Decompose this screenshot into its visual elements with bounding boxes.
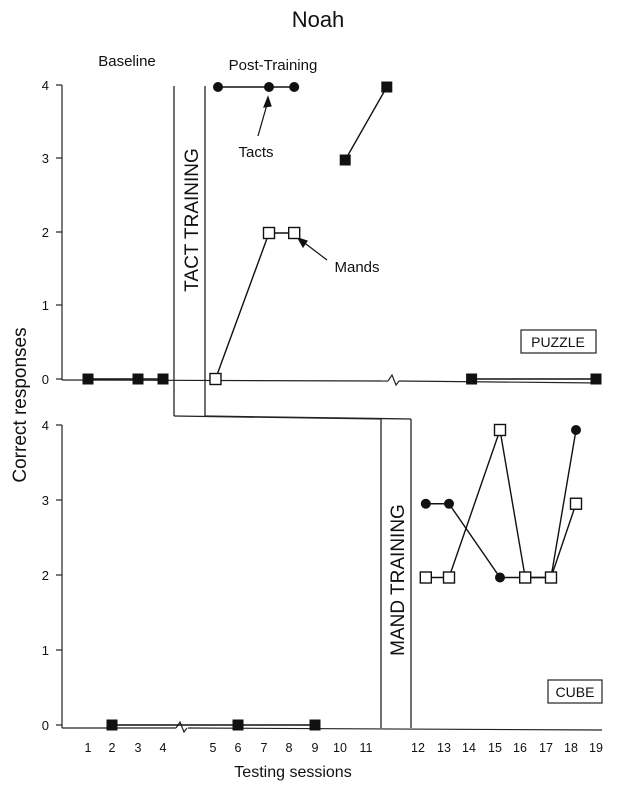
x-tick-7: 7 bbox=[261, 741, 268, 755]
panel-1-series-1-point-5 bbox=[571, 425, 581, 435]
svg-text:0: 0 bbox=[42, 372, 49, 387]
post-training-phase-label: Post-Training bbox=[229, 57, 318, 74]
x-tick-2: 2 bbox=[109, 741, 116, 755]
x-tick-11: 11 bbox=[360, 741, 373, 755]
x-tick-14: 14 bbox=[462, 741, 476, 755]
panel-1-series-2-point-5 bbox=[569, 497, 583, 510]
svg-text:3: 3 bbox=[42, 151, 49, 166]
panel-1-series-0-point-2 bbox=[309, 719, 321, 731]
top-panel-axes bbox=[56, 84, 601, 387]
mand-training-band bbox=[204, 415, 412, 728]
x-tick-4: 4 bbox=[160, 741, 167, 755]
panel-0-series-1-point-1 bbox=[264, 82, 274, 92]
x-tick-12: 12 bbox=[411, 741, 425, 755]
panel-1-series-0-point-0 bbox=[106, 719, 118, 731]
y-axis-label: Correct responses bbox=[10, 327, 31, 482]
panel-0-series-2-line bbox=[214, 232, 295, 380]
top-panel-y-ticks: 4 3 2 1 0 bbox=[42, 78, 49, 387]
x-tick-17: 17 bbox=[539, 741, 553, 755]
x-tick-1: 1 bbox=[85, 741, 92, 755]
panel-1-series-2-point-1 bbox=[442, 571, 456, 584]
panel-0-series-4-point-1 bbox=[590, 373, 602, 385]
svg-text:2: 2 bbox=[42, 568, 49, 583]
svg-text:3: 3 bbox=[42, 493, 49, 508]
panel-0-series-4-point-0 bbox=[466, 373, 478, 385]
panel-1-series-1-point-1 bbox=[444, 498, 454, 509]
x-tick-5: 5 bbox=[210, 741, 217, 755]
panel-0-series-3-point-0 bbox=[339, 154, 351, 166]
x-tick-16: 16 bbox=[513, 741, 527, 755]
panel-1-series-2-point-0 bbox=[419, 571, 432, 584]
panel-1-series-1-point-2 bbox=[495, 572, 505, 583]
panel-0-series-0-point-1 bbox=[132, 373, 144, 385]
svg-text:1: 1 bbox=[42, 298, 49, 313]
panel-0-series-3-line bbox=[344, 86, 388, 161]
x-tick-15: 15 bbox=[488, 741, 502, 755]
mands-arrow bbox=[296, 236, 328, 261]
tacts-annotation: Tacts bbox=[238, 144, 273, 161]
svg-text:4: 4 bbox=[42, 78, 49, 93]
x-tick-6: 6 bbox=[235, 741, 242, 755]
panel-0-series-0-point-0 bbox=[82, 373, 94, 385]
tact-training-band bbox=[173, 86, 382, 420]
x-tick-8: 8 bbox=[286, 741, 293, 755]
bottom-panel-y-ticks: 4 3 2 1 0 bbox=[42, 418, 49, 733]
series-layer bbox=[82, 81, 602, 731]
mand-training-label: MAND TRAINING bbox=[388, 504, 409, 656]
panel-0-series-2-point-2 bbox=[288, 226, 301, 240]
baseline-phase-label: Baseline bbox=[98, 53, 156, 70]
panel-1-series-0-point-1 bbox=[232, 719, 244, 731]
cube-label-text: CUBE bbox=[556, 684, 595, 700]
panel-1-series-2-point-3 bbox=[519, 571, 532, 584]
panel-1-series-2-point-2 bbox=[493, 423, 507, 437]
panel-0-series-0-point-2 bbox=[157, 373, 169, 385]
svg-text:4: 4 bbox=[42, 418, 49, 433]
x-axis-label: Testing sessions bbox=[234, 764, 351, 781]
svg-text:1: 1 bbox=[42, 643, 49, 658]
tact-training-label: TACT TRAINING bbox=[182, 148, 203, 292]
panel-0-series-2-point-0 bbox=[209, 372, 222, 386]
panel-0-series-1-point-0 bbox=[213, 82, 223, 92]
svg-text:0: 0 bbox=[42, 718, 49, 733]
tacts-arrow bbox=[257, 95, 272, 137]
puzzle-panel-label: PUZZLE bbox=[520, 329, 597, 354]
mands-annotation: Mands bbox=[334, 259, 379, 276]
x-tick-9: 9 bbox=[312, 741, 319, 755]
x-tick-18: 18 bbox=[564, 741, 578, 755]
svg-text:2: 2 bbox=[42, 225, 49, 240]
panel-0-series-1-point-2 bbox=[289, 82, 300, 92]
panel-1-series-2-point-4 bbox=[544, 571, 558, 584]
puzzle-label-text: PUZZLE bbox=[531, 334, 585, 350]
chart-title: Noah bbox=[292, 7, 345, 32]
x-tick-19: 19 bbox=[589, 741, 603, 755]
x-tick-13: 13 bbox=[437, 741, 451, 755]
cube-panel-label: CUBE bbox=[547, 679, 603, 704]
panel-0-series-3-point-1 bbox=[381, 81, 393, 93]
panel-0-series-2-point-1 bbox=[262, 226, 276, 240]
x-tick-3: 3 bbox=[135, 741, 142, 755]
x-tick-10: 10 bbox=[333, 741, 347, 755]
panel-1-series-1-point-0 bbox=[420, 498, 431, 509]
bottom-panel-axes bbox=[56, 424, 603, 734]
